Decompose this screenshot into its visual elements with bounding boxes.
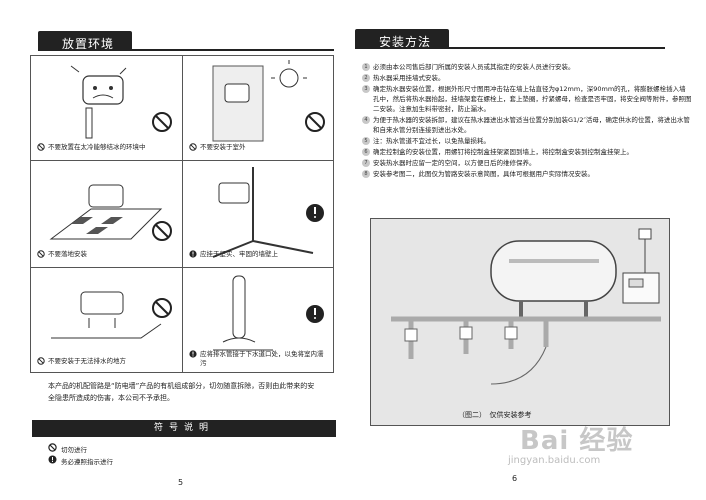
drain-pipe-illustration (213, 275, 324, 351)
prohibited-icon (37, 250, 45, 261)
installation-diagram (370, 218, 670, 426)
watermark-url: jingyan.baidu.com (508, 455, 601, 466)
symbol-legend-item: 务必遵照指示进行 (48, 455, 113, 466)
grid-divider (31, 160, 333, 161)
prohibited-icon (37, 143, 45, 154)
prohibited-icon (152, 298, 172, 318)
water-heater-piping-illustration (391, 228, 661, 385)
cell-caption: 不要落地安装 (37, 250, 176, 261)
wall-heater-illustration (212, 167, 324, 258)
header-rule (38, 49, 334, 51)
section-title: 放置环境 (62, 37, 115, 51)
mandatory-icon (189, 250, 197, 261)
header-rule (355, 47, 665, 49)
prohibited-icon (152, 112, 172, 132)
env-cell-floor: 不要落地安装 (31, 161, 182, 267)
env-cell-outdoor: 不要安装于室外 (183, 56, 334, 160)
figure-caption: （图二） 仅供安装参考 (458, 411, 532, 419)
mandatory-icon (48, 455, 57, 466)
prohibited-icon (48, 443, 57, 454)
mandatory-icon (189, 350, 197, 361)
section-title: 安装方法 (379, 35, 432, 49)
environment-grid: 不要放置在太冷能够结冰的环境中 不要安装于室外 (30, 55, 334, 373)
cell-caption: 不要安装于无法排水的地方 (37, 357, 176, 368)
cell-caption: 应将排水管接于下水道口处，以免将室内濡污 (189, 350, 328, 368)
env-cell-cold: 不要放置在太冷能够结冰的环境中 (31, 56, 182, 160)
floor-heater-illustration (49, 184, 172, 241)
symbol-legend-item: 切勿进行 (48, 443, 87, 454)
section-header-bar: 安装方法 (355, 29, 449, 49)
page-number: 5 (178, 478, 184, 487)
no-drain-illustration (51, 291, 172, 339)
symbols-title: 符号说明 (32, 420, 336, 437)
grid-divider (182, 56, 183, 372)
grid-divider (31, 267, 333, 268)
prohibited-icon (305, 112, 325, 132)
cell-caption: 不要放置在太冷能够结冰的环境中 (37, 143, 176, 154)
prohibited-icon (37, 357, 45, 368)
cell-caption: 应挂于坚实、牢固的墙壁上 (189, 250, 328, 261)
cold-heater-illustration (70, 65, 172, 139)
watermark-logo: Bai 经验 (520, 426, 634, 456)
prohibited-icon (189, 143, 197, 154)
page-number: 6 (512, 474, 518, 483)
cell-caption: 不要安装于室外 (189, 143, 328, 154)
section-header-bar: 放置环境 (38, 31, 132, 51)
env-cell-drain: 应将排水管接于下水道口处，以免将室内濡污 (183, 268, 334, 374)
pipe-warning-note: 本产品的机配管路是“防电墙”产品的有机组成部分，切勿随意拆除，否则由此带来的安全… (48, 382, 315, 402)
env-cell-no-drain: 不要安装于无法排水的地方 (31, 268, 182, 374)
env-cell-wall: 应挂于坚实、牢固的墙壁上 (183, 161, 334, 267)
left-page: 放置环境 不要放置在太冷能够结冰的环境中 (30, 31, 336, 487)
outdoor-heater-illustration (212, 60, 325, 142)
prohibited-icon (152, 221, 172, 241)
